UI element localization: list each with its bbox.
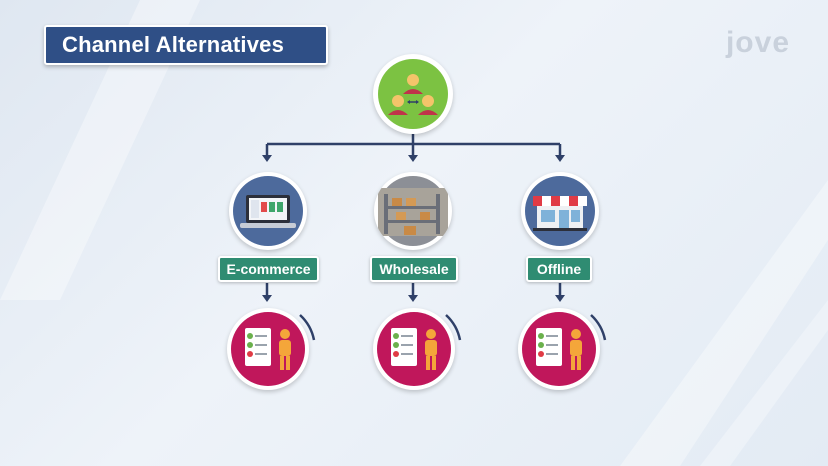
brand-logo: jove <box>725 26 790 59</box>
result-node-offline <box>518 308 600 390</box>
checklist-person-icon <box>231 312 305 386</box>
checklist-person-icon <box>377 312 451 386</box>
customers-node <box>373 54 453 134</box>
ecommerce-node <box>229 172 307 250</box>
result-node-ecommerce <box>227 308 309 390</box>
laptop-store-icon <box>233 176 303 246</box>
channel-label-ecommerce: E-commerce <box>218 256 319 282</box>
storefront-icon <box>525 176 595 246</box>
people-exchange-icon <box>378 59 448 129</box>
page-title: Channel Alternatives <box>62 32 285 57</box>
warehouse-icon <box>378 176 448 246</box>
wholesale-node <box>374 172 452 250</box>
result-node-wholesale <box>373 308 455 390</box>
channel-label-wholesale: Wholesale <box>370 256 458 282</box>
channel-label-offline: Offline <box>526 256 592 282</box>
checklist-person-icon <box>522 312 596 386</box>
offline-node <box>521 172 599 250</box>
title-banner: Channel Alternatives <box>44 25 328 65</box>
